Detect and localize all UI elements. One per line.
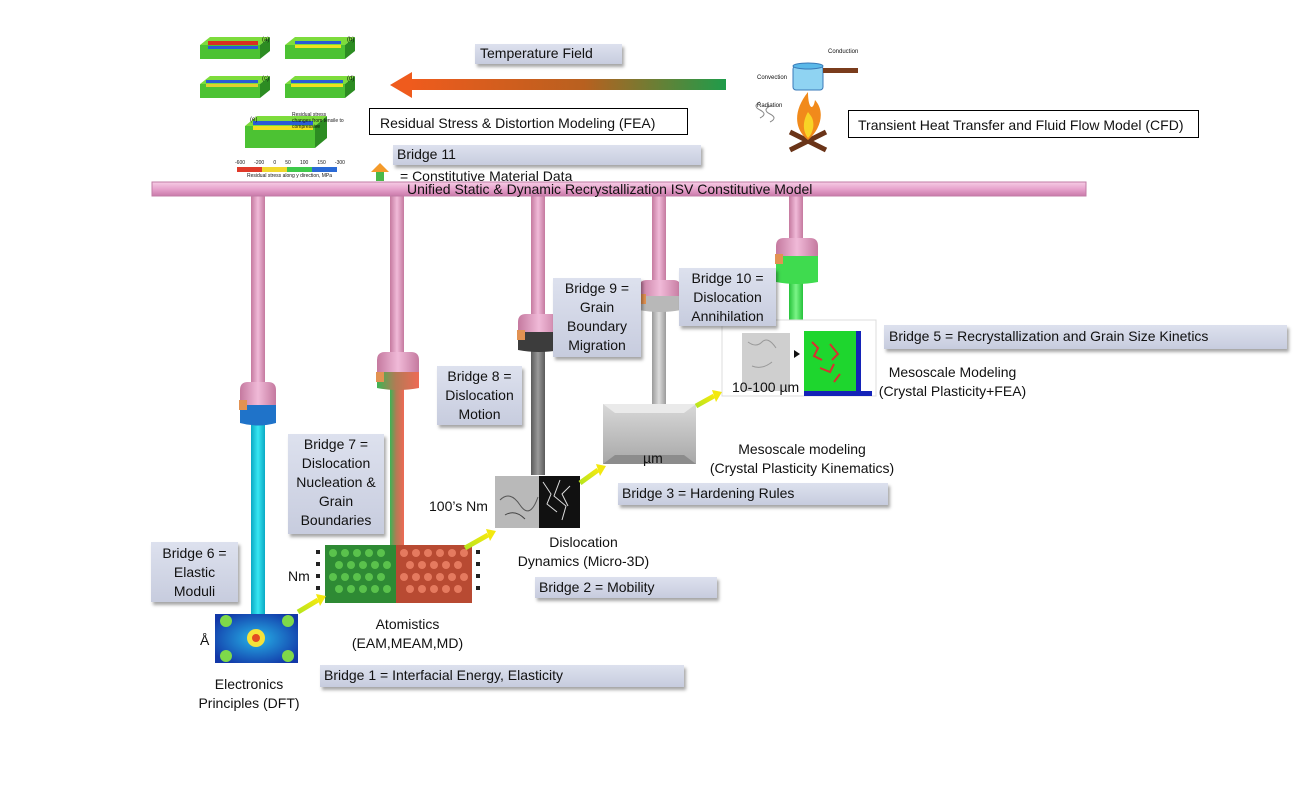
fea-panel-letter-d: (d)	[347, 76, 355, 82]
bridge9-line: Bridge 9 =	[564, 280, 630, 296]
hundreds-nm-scale-label: 100’s Nm	[429, 498, 488, 514]
meso-fea-level-label: Mesoscale Modeling (Crystal Plasticity+F…	[870, 363, 1035, 401]
cfd-model-box: Transient Heat Transfer and Fluid Flow M…	[848, 110, 1199, 138]
fea-panel-letter-b: (b)	[347, 37, 355, 43]
bridge11-label: Bridge 11	[393, 145, 701, 165]
temperature-field-label: Temperature Field	[475, 44, 622, 64]
bridge11-arrow-icon	[371, 163, 389, 181]
bridge8-box: Bridge 8 = Dislocation Motion	[437, 366, 522, 425]
unified-model-label: Unified Static & Dynamic Recrystallizati…	[407, 181, 813, 197]
bridge6-line: Bridge 6 =	[162, 545, 227, 561]
fea-colorbar-caption: Residual stress along y direction, MPa	[247, 173, 333, 179]
dft-image	[215, 614, 298, 663]
atomistics-line: Atomistics	[375, 616, 440, 632]
bridge8-line: Bridge 8 =	[447, 368, 512, 384]
dislocation-dynamics-image	[495, 476, 580, 528]
angstrom-scale-label: Å	[200, 632, 210, 648]
fea-tick: -200	[254, 160, 265, 166]
nm-scale-label: Nm	[288, 568, 310, 584]
fea-thumbnails	[200, 37, 355, 172]
ten-hundred-micron-label: 10-100 µm	[732, 379, 800, 395]
temperature-field-arrow	[390, 72, 726, 98]
fea-panel-letter-e: (e)	[250, 117, 258, 123]
micron-box	[603, 404, 696, 464]
bridge7-box: Bridge 7 = Dislocation Nucleation & Grai…	[288, 434, 384, 534]
electronics-level-label: Electronics Principles (DFT)	[181, 675, 317, 713]
bridge9-line: Boundary	[567, 318, 627, 334]
bridge7-line: Boundaries	[300, 512, 372, 528]
bridge9-line: Grain	[579, 299, 615, 315]
pipes	[239, 193, 818, 615]
bridge6-line: Moduli	[173, 583, 216, 599]
fea-model-box: Residual Stress & Distortion Modeling (F…	[369, 108, 688, 135]
bridge9-box: Bridge 9 = Grain Boundary Migration	[553, 278, 641, 357]
bridge11-title: Bridge 11	[397, 146, 456, 162]
bridge11-text: = Constitutive Material Data	[400, 168, 573, 184]
fea-panel-letter-a: (a)	[262, 37, 270, 43]
conduction-label: Conduction	[828, 49, 859, 55]
bridge7-line: Bridge 7 =	[303, 436, 369, 452]
meso-fea-line: (Crystal Plasticity+FEA)	[878, 383, 1027, 399]
bridge8-line: Motion	[458, 406, 501, 422]
fea-tick: 150	[317, 160, 326, 166]
electronics-line: Electronics	[214, 676, 284, 692]
atomistics-level-label: Atomistics (EAM,MEAM,MD)	[330, 615, 485, 653]
bridge9-line: Migration	[568, 337, 626, 353]
cfd-model-text: Transient Heat Transfer and Fluid Flow M…	[858, 117, 1184, 133]
bridge2-box: Bridge 2 = Mobility	[535, 577, 717, 598]
heat-transfer-icon	[755, 62, 858, 153]
bridge7-line: Dislocation	[301, 455, 371, 471]
bridge10-box: Bridge 10 = Dislocation Annihilation	[679, 268, 776, 326]
scale-arrows	[296, 390, 722, 615]
fea-tick: 50	[285, 160, 291, 166]
convection-label: Convection	[757, 75, 788, 81]
micron-scale-label: µm	[643, 450, 663, 466]
bridge3-box: Bridge 3 = Hardening Rules	[618, 483, 888, 505]
fea-tick: -600	[235, 160, 246, 166]
atomistics-lattice-image	[316, 545, 480, 603]
meso-kin-line: (Crystal Plasticity Kinematics)	[709, 460, 895, 476]
fea-tick: 0	[273, 160, 277, 166]
bridge7-line: Nucleation &	[296, 474, 376, 490]
meso-kinematics-level-label: Mesoscale modeling (Crystal Plasticity K…	[700, 440, 904, 478]
dislocation-line: Dislocation	[549, 534, 618, 550]
bridge1-box: Bridge 1 = Interfacial Energy, Elasticit…	[320, 665, 684, 687]
bridge6-box: Bridge 6 = Elastic Moduli	[151, 542, 238, 602]
meso-fea-line: Mesoscale Modeling	[888, 364, 1017, 380]
fea-panel-note: Residual stress changes from tensile to …	[292, 112, 344, 130]
fea-tick: 100	[299, 160, 309, 166]
bridge5-box: Bridge 5 = Recrystallization and Grain S…	[884, 325, 1287, 349]
fea-colorbar-ticks: -600 -200 0 50 100 150 -300	[235, 160, 345, 166]
dislocation-level-label: Dislocation Dynamics (Micro-3D)	[516, 533, 651, 571]
bridge10-line: Dislocation	[693, 289, 762, 305]
fea-tick: -300	[334, 160, 345, 166]
dislocation-line: Dynamics (Micro-3D)	[517, 553, 650, 569]
electronics-line: Principles (DFT)	[198, 695, 300, 711]
fea-panel-letter-c: (c)	[262, 76, 269, 82]
unified-model-bar	[151, 181, 1087, 197]
radiation-label: Radiation	[757, 103, 783, 109]
bridge10-line: Bridge 10 =	[691, 270, 764, 286]
bridge7-line: Grain	[318, 493, 354, 509]
bridge8-line: Dislocation	[445, 387, 514, 403]
atomistics-line: (EAM,MEAM,MD)	[351, 635, 464, 651]
bridge10-line: Annihilation	[691, 308, 764, 324]
meso-kin-line: Mesoscale modeling	[738, 441, 866, 457]
bridge6-line: Elastic	[173, 564, 216, 580]
mesoscale-fea-image	[721, 319, 877, 397]
